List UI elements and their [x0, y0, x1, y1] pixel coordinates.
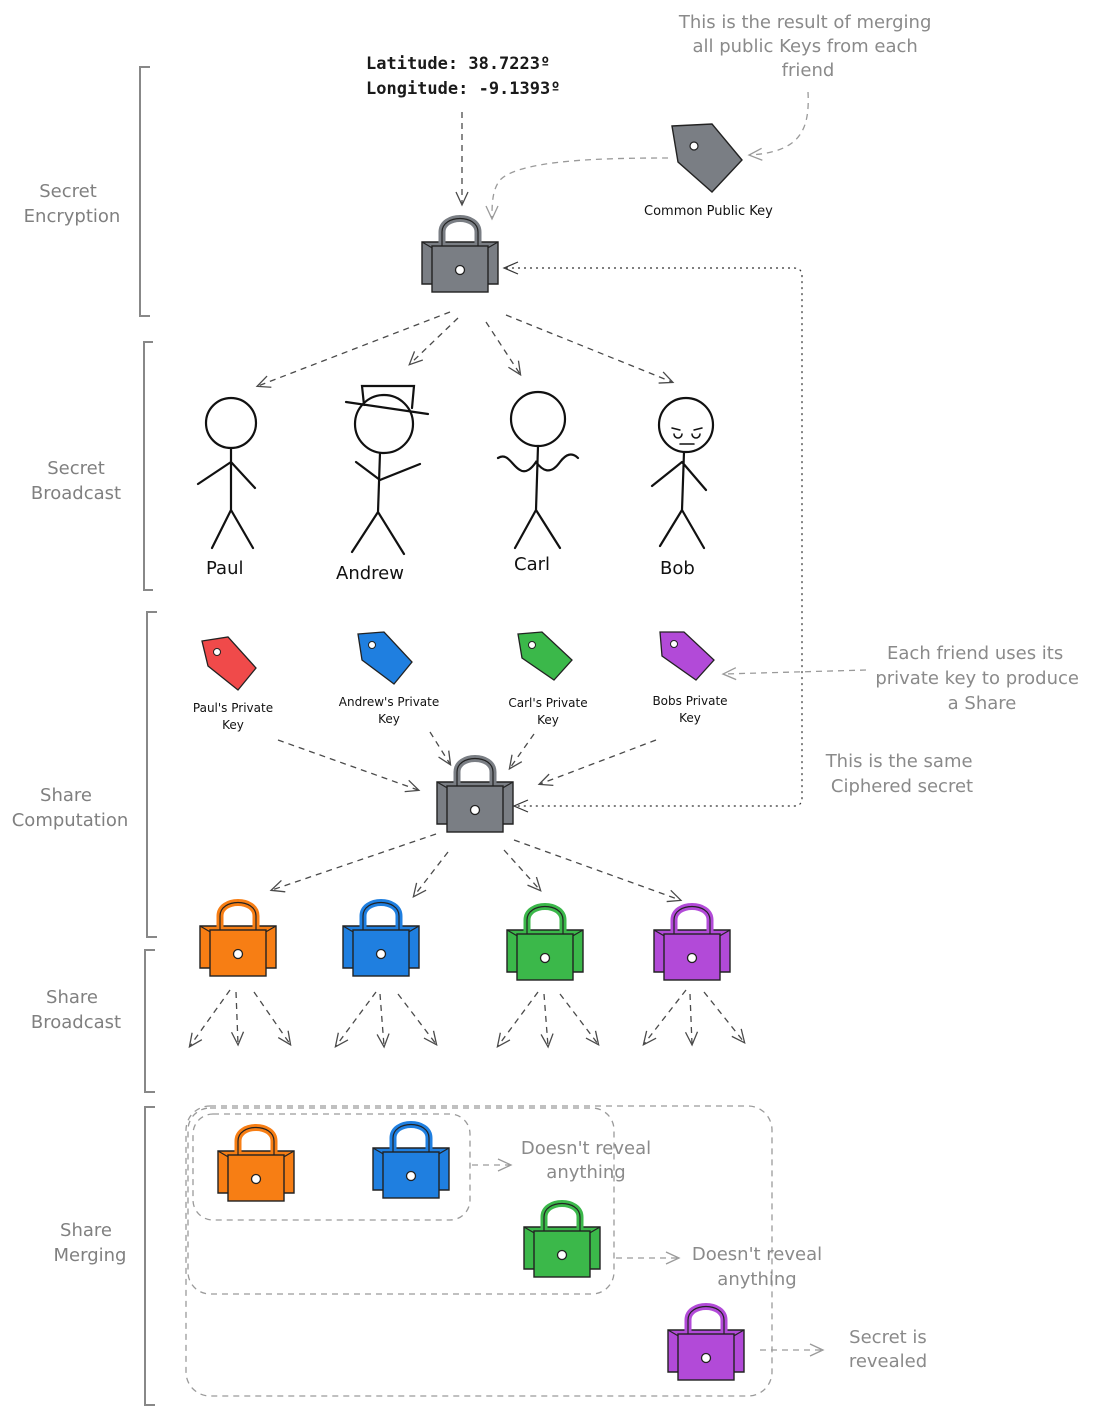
carl-share-lock-icon: [506, 903, 584, 981]
andrew-private-key-icon: [357, 631, 413, 685]
friend-andrew-figure: [344, 384, 430, 556]
merge-green-lock-icon: [523, 1200, 601, 1278]
merge-group-four-shares: [185, 1105, 773, 1397]
paul-private-key-icon: [201, 636, 257, 691]
arrow-lock-to-blue-share: [412, 851, 449, 899]
arrow-lock-to-carl: [485, 321, 522, 377]
friend-name-carl: Carl: [514, 554, 550, 575]
common-public-key-icon: [671, 123, 743, 193]
merge-orange-lock-icon: [217, 1124, 295, 1202]
arrow-lock-to-green-share: [503, 849, 542, 892]
longitude-text: Longitude: -9.1393º: [366, 79, 560, 99]
arrow-lock-to-bob: [505, 314, 675, 384]
common-public-key-label: Common Public Key: [644, 204, 773, 219]
top-cipher-lock-icon: [421, 215, 499, 293]
friend-bob-figure: [650, 396, 715, 550]
arrow-paul-key-to-lock: [277, 739, 421, 793]
merge-group-three-shares: [187, 1107, 615, 1295]
bob-share-lock-icon: [653, 903, 731, 981]
latitude-text: Latitude: 38.7223º: [366, 54, 550, 74]
arrow-lock-to-paul: [255, 311, 451, 388]
merge-note: This is the result of merging all public…: [678, 12, 937, 81]
paul-share-lock-icon: [199, 899, 277, 977]
arrow-share-note-to-key: [721, 667, 867, 681]
merge-blue-lock-icon: [372, 1121, 450, 1199]
arrow-lock-to-orange-share: [269, 833, 437, 893]
arrow-bob-key-to-lock: [537, 739, 657, 787]
friend-name-paul: Paul: [206, 558, 244, 579]
bob-private-key-icon: [659, 631, 715, 681]
carl-private-key-icon: [517, 631, 573, 681]
share-note: Each friend uses its private key to prod…: [875, 643, 1084, 714]
friend-paul-figure: [196, 396, 258, 550]
same-cipher-note: This is the same Ciphered secret: [825, 751, 979, 797]
friend-name-bob: Bob: [660, 558, 695, 579]
phase-brackets: [139, 66, 157, 1406]
merge-group-two-shares: [192, 1113, 471, 1221]
arrow-lock-to-purple-share: [513, 839, 683, 903]
arrow-key-to-lock: [485, 157, 669, 221]
andrew-share-lock-icon: [342, 899, 420, 977]
arrow-lock-to-andrew: [408, 317, 459, 366]
merge-purple-lock-icon: [667, 1303, 745, 1381]
arrow-carl-key-to-lock: [508, 733, 535, 771]
middle-cipher-lock-icon: [436, 755, 514, 833]
friend-carl-figure: [496, 390, 580, 550]
arrow-note-to-key: [747, 91, 809, 161]
friend-name-andrew: Andrew: [336, 563, 404, 584]
share-broadcast-arrows: [188, 989, 746, 1049]
arrow-andrew-key-to-lock: [429, 731, 452, 767]
